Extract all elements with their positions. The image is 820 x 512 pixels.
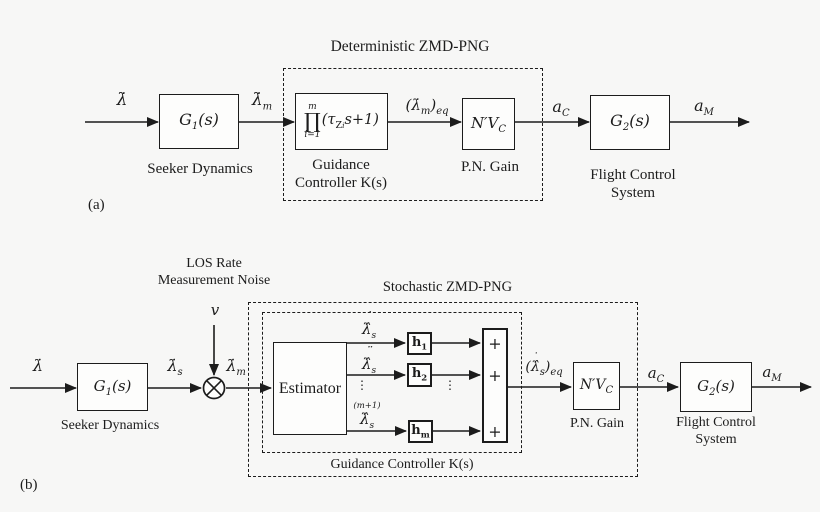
filter-h1-block: h1	[407, 332, 432, 355]
filter-h2-block: h2	[407, 363, 432, 387]
panel-b-title: Stochastic ZMD-PNG	[382, 279, 513, 295]
deterministic-zmd-png-boundary	[283, 68, 543, 201]
guidance-controller-a-block: m ∏ i=1 (τZis+1)	[295, 93, 388, 150]
signal-b-noise: v	[210, 301, 220, 319]
pn-gain-b-caption: P.N. Gain	[569, 416, 625, 431]
signal-a-accel-command: aC	[552, 97, 570, 120]
seeker-dynamics-b-caption: Seeker Dynamics	[60, 418, 160, 433]
estimate-3-label: (m+1) λ̂s	[353, 401, 381, 431]
seeker-dynamics-a-block: G1(s)	[159, 94, 239, 149]
signal-a-measured-los-rate: λ̇m	[251, 90, 273, 113]
pn-gain-a-caption: P.N. Gain	[461, 159, 519, 175]
flight-control-b-caption: Flight Control System	[676, 415, 756, 447]
signal-b-accel-output: aM	[762, 363, 782, 384]
pn-gain-a-block: N′VC	[462, 98, 515, 150]
filter-hm-block: hm	[408, 420, 433, 443]
estimates-ellipsis: ⋮	[356, 378, 368, 392]
flight-control-a-block: G2(s)	[590, 95, 670, 150]
signal-b-accel-command: aC	[647, 364, 665, 385]
guidance-controller-a-caption: Guidance Controller K(s)	[294, 157, 388, 191]
panel-a-label: (a)	[88, 197, 105, 213]
seeker-dynamics-a-caption: Seeker Dynamics	[147, 161, 253, 177]
seeker-dynamics-b-block: G1(s)	[77, 363, 148, 411]
filters-ellipsis: ⋮	[444, 378, 456, 392]
signal-a-equivalent-los-rate: (λ̇m)eq	[405, 96, 449, 117]
product-symbol: ∏	[304, 109, 321, 133]
signal-a-accel-output: aM	[694, 96, 714, 119]
signal-a-los-rate: λ̇	[116, 90, 128, 110]
summation-block: + + +	[482, 328, 508, 443]
plus-sign: +	[488, 334, 502, 353]
panel-a-title: Deterministic ZMD-PNG	[330, 38, 490, 55]
flight-control-a-caption: Flight Control System	[590, 167, 676, 201]
flight-control-b-block: G2(s)	[680, 362, 752, 412]
signal-b-measured-los-rate: λ̇m	[226, 356, 246, 379]
product-formula: m ∏ i=1 (τZis+1)	[304, 102, 379, 140]
panel-b-label: (b)	[20, 477, 38, 493]
guidance-controller-b-caption: Guidance Controller K(s)	[330, 457, 474, 472]
estimate-2-label: ¨ λ̂s	[361, 345, 377, 376]
guidance-controller-b-boundary	[262, 312, 522, 453]
multiply-junction-icon	[202, 376, 226, 400]
signal-b-equivalent-los-rate: (˙λ̂s)eq	[525, 351, 563, 378]
plus-sign: +	[488, 422, 502, 441]
stochastic-zmd-png-boundary	[248, 302, 638, 477]
plus-sign: +	[488, 366, 502, 385]
pn-gain-b-block: N′VC	[573, 362, 620, 410]
estimator-block: Estimator	[273, 342, 347, 435]
estimate-1-label: ˙ λ̂s	[361, 310, 377, 341]
noise-caption: LOS Rate Measurement Noise	[157, 256, 271, 288]
signal-b-los-rate: λ̇	[32, 356, 44, 375]
signal-b-seeker-output: λ̇s	[167, 356, 183, 379]
